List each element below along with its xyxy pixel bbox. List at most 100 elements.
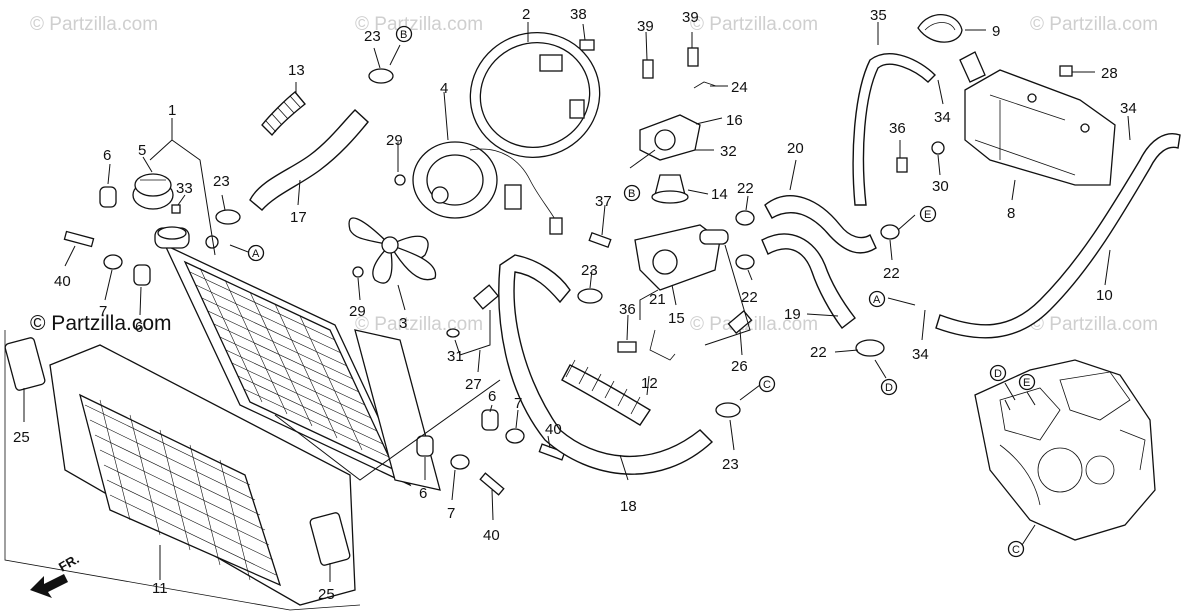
marker-c: C [1012,544,1020,556]
callout-25: 25 [318,586,335,603]
watermark-main: © Partzilla.com [30,312,172,335]
callout-23: 23 [364,28,381,45]
callout-33: 33 [176,180,193,197]
callout-34: 34 [934,109,951,126]
marker-d: D [885,382,893,394]
leader-lines [23,22,1131,582]
callout-21: 21 [649,291,666,308]
engine [974,359,1156,541]
hose-18 [498,254,714,475]
callout-34: 34 [912,346,929,363]
callout-27: 27 [465,376,482,393]
hose-10 [935,133,1181,339]
marker-b: B [628,188,635,200]
callout-24: 24 [731,79,748,96]
reference-markers: A A B B C C D D E E [247,25,1036,558]
hose-19 [761,233,856,329]
callout-22: 22 [737,180,754,197]
spring-hose [261,91,306,137]
callout-23: 23 [581,262,598,279]
callout-6: 6 [419,485,427,502]
callout-13: 13 [288,62,305,79]
bolt-set [63,39,908,496]
marker-e: E [1023,377,1030,389]
callout-20: 20 [787,140,804,157]
radiator-cap [132,173,174,210]
callout-22: 22 [810,344,827,361]
callout-labels: 1 2 3 4 5 6 6 6 6 7 7 7 8 9 10 11 12 13 … [13,6,1137,603]
callout-29: 29 [386,132,403,149]
callout-5: 5 [138,142,146,159]
hose-17 [249,109,369,211]
callout-6: 6 [103,147,111,164]
callout-39: 39 [637,18,654,35]
callout-12: 12 [641,375,658,392]
callout-36: 36 [619,301,636,318]
callout-23: 23 [213,173,230,190]
callout-11: 11 [152,580,168,597]
callout-35: 35 [870,7,887,24]
thermostat-housing [634,114,729,291]
spring-hose-12 [561,359,651,426]
callout-14: 14 [711,186,728,203]
marker-b: B [400,29,407,41]
callout-6: 6 [135,319,143,336]
fan-motor [412,141,563,235]
fan-shroud [469,31,601,159]
callout-7: 7 [447,505,455,522]
forward-direction-arrow: FR. [30,551,82,598]
callout-26: 26 [731,358,748,375]
callout-22: 22 [883,265,900,282]
callout-7: 7 [514,395,522,412]
hose-20 [764,195,877,254]
callout-23: 23 [722,456,739,473]
radiator-shroud [4,330,361,611]
callout-6: 6 [488,388,496,405]
callout-4: 4 [440,80,448,97]
watermark-text: © Partzilla.com [1030,314,1158,335]
watermark-text: © Partzilla.com [30,14,158,35]
callout-37: 37 [595,193,612,210]
watermark-text: © Partzilla.com [355,14,483,35]
callout-36: 36 [889,120,906,137]
callout-7: 7 [99,303,107,320]
marker-a: A [873,294,881,306]
callout-39: 39 [682,9,699,26]
callout-30: 30 [932,178,949,195]
callout-3: 3 [399,315,407,332]
marker-e: E [924,209,931,221]
callout-18: 18 [620,498,637,515]
reserve-tank [959,51,1116,186]
callout-38: 38 [570,6,587,23]
callout-8: 8 [1007,205,1015,222]
fan-blade [348,217,437,284]
callout-40: 40 [483,527,500,544]
callout-25: 25 [13,429,30,446]
marker-a: A [252,248,260,260]
marker-d: D [994,368,1002,380]
callout-28: 28 [1101,65,1118,82]
grommet-set [99,186,525,470]
hose-clamp-set [215,65,1073,418]
hose-35 [852,53,936,206]
marker-c: C [763,379,771,391]
callout-1: 1 [168,102,176,119]
callout-16: 16 [726,112,743,129]
callout-40: 40 [54,273,71,290]
callout-2: 2 [522,6,530,23]
watermark-text: © Partzilla.com [1030,14,1158,35]
watermark-text: © Partzilla.com [690,314,818,335]
callout-22: 22 [741,289,758,306]
callout-10: 10 [1096,287,1113,304]
callout-29: 29 [349,303,366,320]
callout-17: 17 [290,209,307,226]
callout-31: 31 [447,348,464,365]
watermark-text: © Partzilla.com [355,314,483,335]
watermark-layer: © Partzilla.com © Partzilla.com © Partzi… [30,14,1158,335]
callout-32: 32 [720,143,737,160]
callout-40: 40 [545,421,562,438]
callout-9: 9 [992,23,1000,40]
callout-19: 19 [784,306,801,323]
callout-15: 15 [668,310,685,327]
